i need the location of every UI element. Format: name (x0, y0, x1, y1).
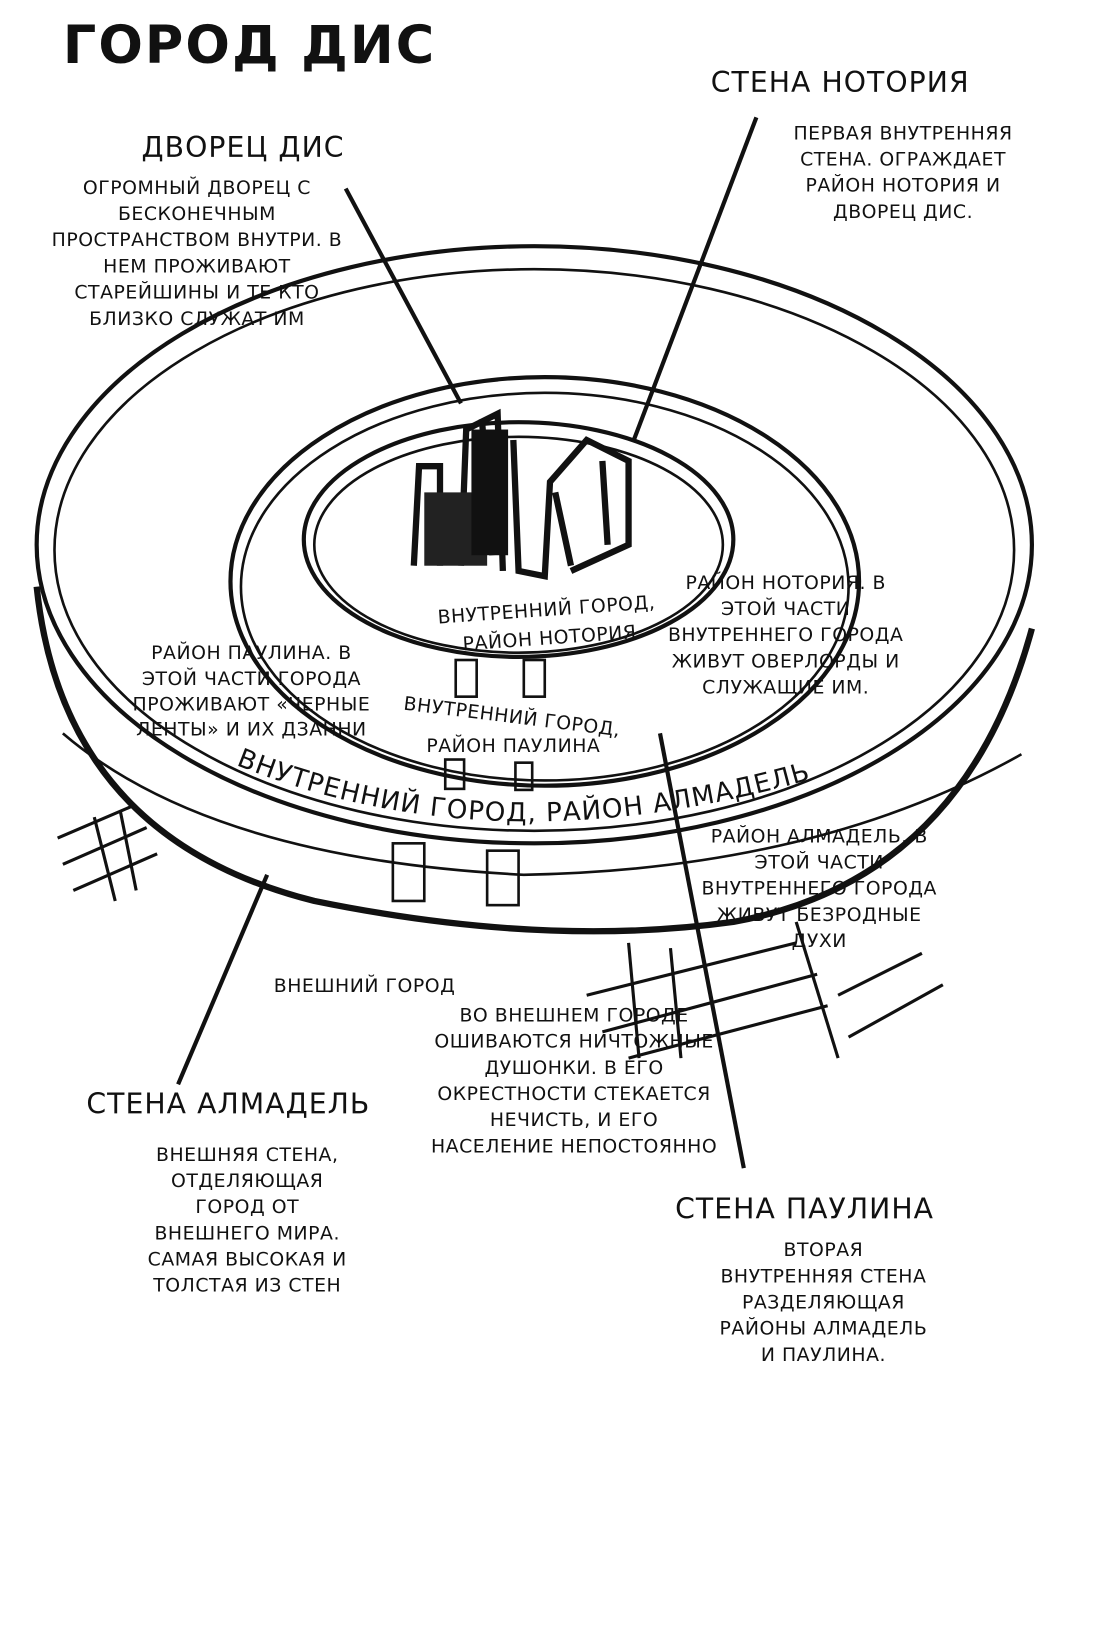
gate (454, 658, 478, 698)
wall-paulina-line: внутренняя стена (720, 1266, 926, 1287)
wall-notoria-line: дворец Дис. (833, 202, 973, 223)
outer-city-line: Во внешнем городе (459, 1005, 688, 1026)
district-notoria-line: внутреннего города (668, 625, 903, 646)
gate (443, 758, 466, 791)
district-notoria-line: служащие им. (702, 678, 869, 699)
palace-line: близко служат им (89, 309, 305, 330)
district-almadel-line: этой части (755, 849, 884, 873)
wall-almadel-line: отделяющая (171, 1171, 323, 1192)
wall-paulina (228, 375, 862, 788)
wall-paulina-edge (239, 391, 850, 782)
gate (391, 842, 426, 903)
district-paulina-line: Район Паулина. В (151, 640, 351, 664)
district-almadel-desc: Район Алмадель. В этой части внутреннего… (701, 823, 936, 952)
district-paulina-line: ленты» и их дзанни (136, 719, 367, 740)
district-almadel-line: внутреннего города (701, 879, 936, 900)
district-paulina-line: этой части города (142, 666, 361, 690)
notoria-wall-pointer (631, 116, 759, 441)
gate (522, 658, 547, 698)
outer-wall-almadel-top (34, 244, 1034, 846)
wall-paulina-heading: Стена Паулина (675, 1192, 934, 1225)
wall-paulina-line: районы Алмадель (720, 1316, 928, 1340)
palace-line: Огромный дворец с (83, 175, 311, 199)
city-rings (33, 244, 1035, 935)
district-almadel-line: живут безродные (717, 905, 922, 926)
paulina-wall-pointer (657, 732, 746, 1169)
district-almadel-line: духи (792, 931, 847, 952)
outer-wall-base-inner (62, 732, 1023, 877)
wall-paulina-block: Стена Паулина Вторая внутренняя стена ра… (675, 1192, 934, 1366)
district-paulina-label-line: район Паулина (426, 733, 600, 757)
palace-line: бесконечным (118, 204, 276, 225)
palace-block: Дворец Дис Огромный дворец с бесконечным… (52, 131, 345, 330)
wall-almadel-block: Стена Алмадель Внешняя стена, отделяющая… (86, 1088, 370, 1297)
outer-city-line: душонки. В его (484, 1058, 663, 1079)
district-paulina-label-line: Внутренний город, (402, 691, 621, 741)
palace-pointer (343, 187, 463, 405)
wall-notoria-block: Стена Нотория Первая внутренняя стена. О… (711, 66, 1012, 223)
outer-city-line: ошиваются ничтожные (434, 1032, 713, 1053)
district-paulina-desc: Район Паулина. В этой части города прожи… (133, 640, 371, 740)
palace-line: пространством внутри. В (52, 230, 343, 251)
almadel-wall-pointer (176, 873, 270, 1086)
wall-almadel-line: Самая высокая и (148, 1250, 347, 1271)
outer-city-label: Внешний город (274, 973, 456, 997)
district-notoria-line: Район Нотория. В (685, 570, 886, 594)
wall-notoria-line: стена. Ограждает (800, 150, 1006, 171)
district-paulina-line: проживают «черные (133, 694, 371, 715)
wall-almadel-line: внешнего мира. (154, 1223, 339, 1244)
gate (485, 849, 520, 907)
wall-almadel-line: толстая из стен (152, 1276, 341, 1297)
palace-line: нем проживают (103, 256, 291, 277)
palace-dis-sketch (410, 408, 632, 580)
hatching (57, 805, 944, 1060)
wall-almadel-line: Внешняя стена, (156, 1145, 338, 1166)
outer-city-line: население непостоянно (431, 1136, 717, 1157)
wall-notoria-heading: Стена Нотория (711, 66, 970, 99)
palace-heading: Дворец Дис (142, 131, 345, 164)
district-notoria-label: Внутренний город, район Нотория (437, 589, 656, 655)
district-paulina-label: Внутренний город, район Паулина (402, 691, 621, 757)
district-notoria-desc: Район Нотория. В этой части внутреннего … (668, 570, 903, 699)
outer-wall-almadel-base (33, 586, 1035, 935)
outer-city-block: Внешний город Во внешнем городе ошиваютс… (274, 973, 717, 1157)
wall-paulina-line: и Паулина. (761, 1345, 886, 1366)
wall-notoria-line: Первая внутренняя (793, 123, 1012, 144)
outer-wall-inner-edge (53, 267, 1016, 833)
outer-city-line: окрестности стекается (437, 1084, 710, 1105)
gate (514, 761, 534, 792)
district-notoria-line: этой части (721, 596, 850, 620)
wall-notoria-edge (312, 435, 725, 654)
wall-notoria (301, 420, 736, 659)
wall-paulina-line: разделяющая (742, 1292, 905, 1313)
page-title: Город Дис (63, 15, 436, 76)
wall-paulina-line: Вторая (784, 1240, 864, 1261)
wall-almadel-line: город от (195, 1197, 299, 1218)
district-almadel-line: Район Алмадель. В (711, 823, 928, 847)
outer-city-line: нечисть, и его (490, 1110, 658, 1131)
palace-line: старейшины и те кто (74, 280, 319, 304)
wall-almadel-heading: Стена Алмадель (86, 1088, 370, 1121)
wall-notoria-line: район Нотория и (805, 173, 1000, 197)
district-notoria-line: живут оверлорды и (672, 651, 900, 672)
